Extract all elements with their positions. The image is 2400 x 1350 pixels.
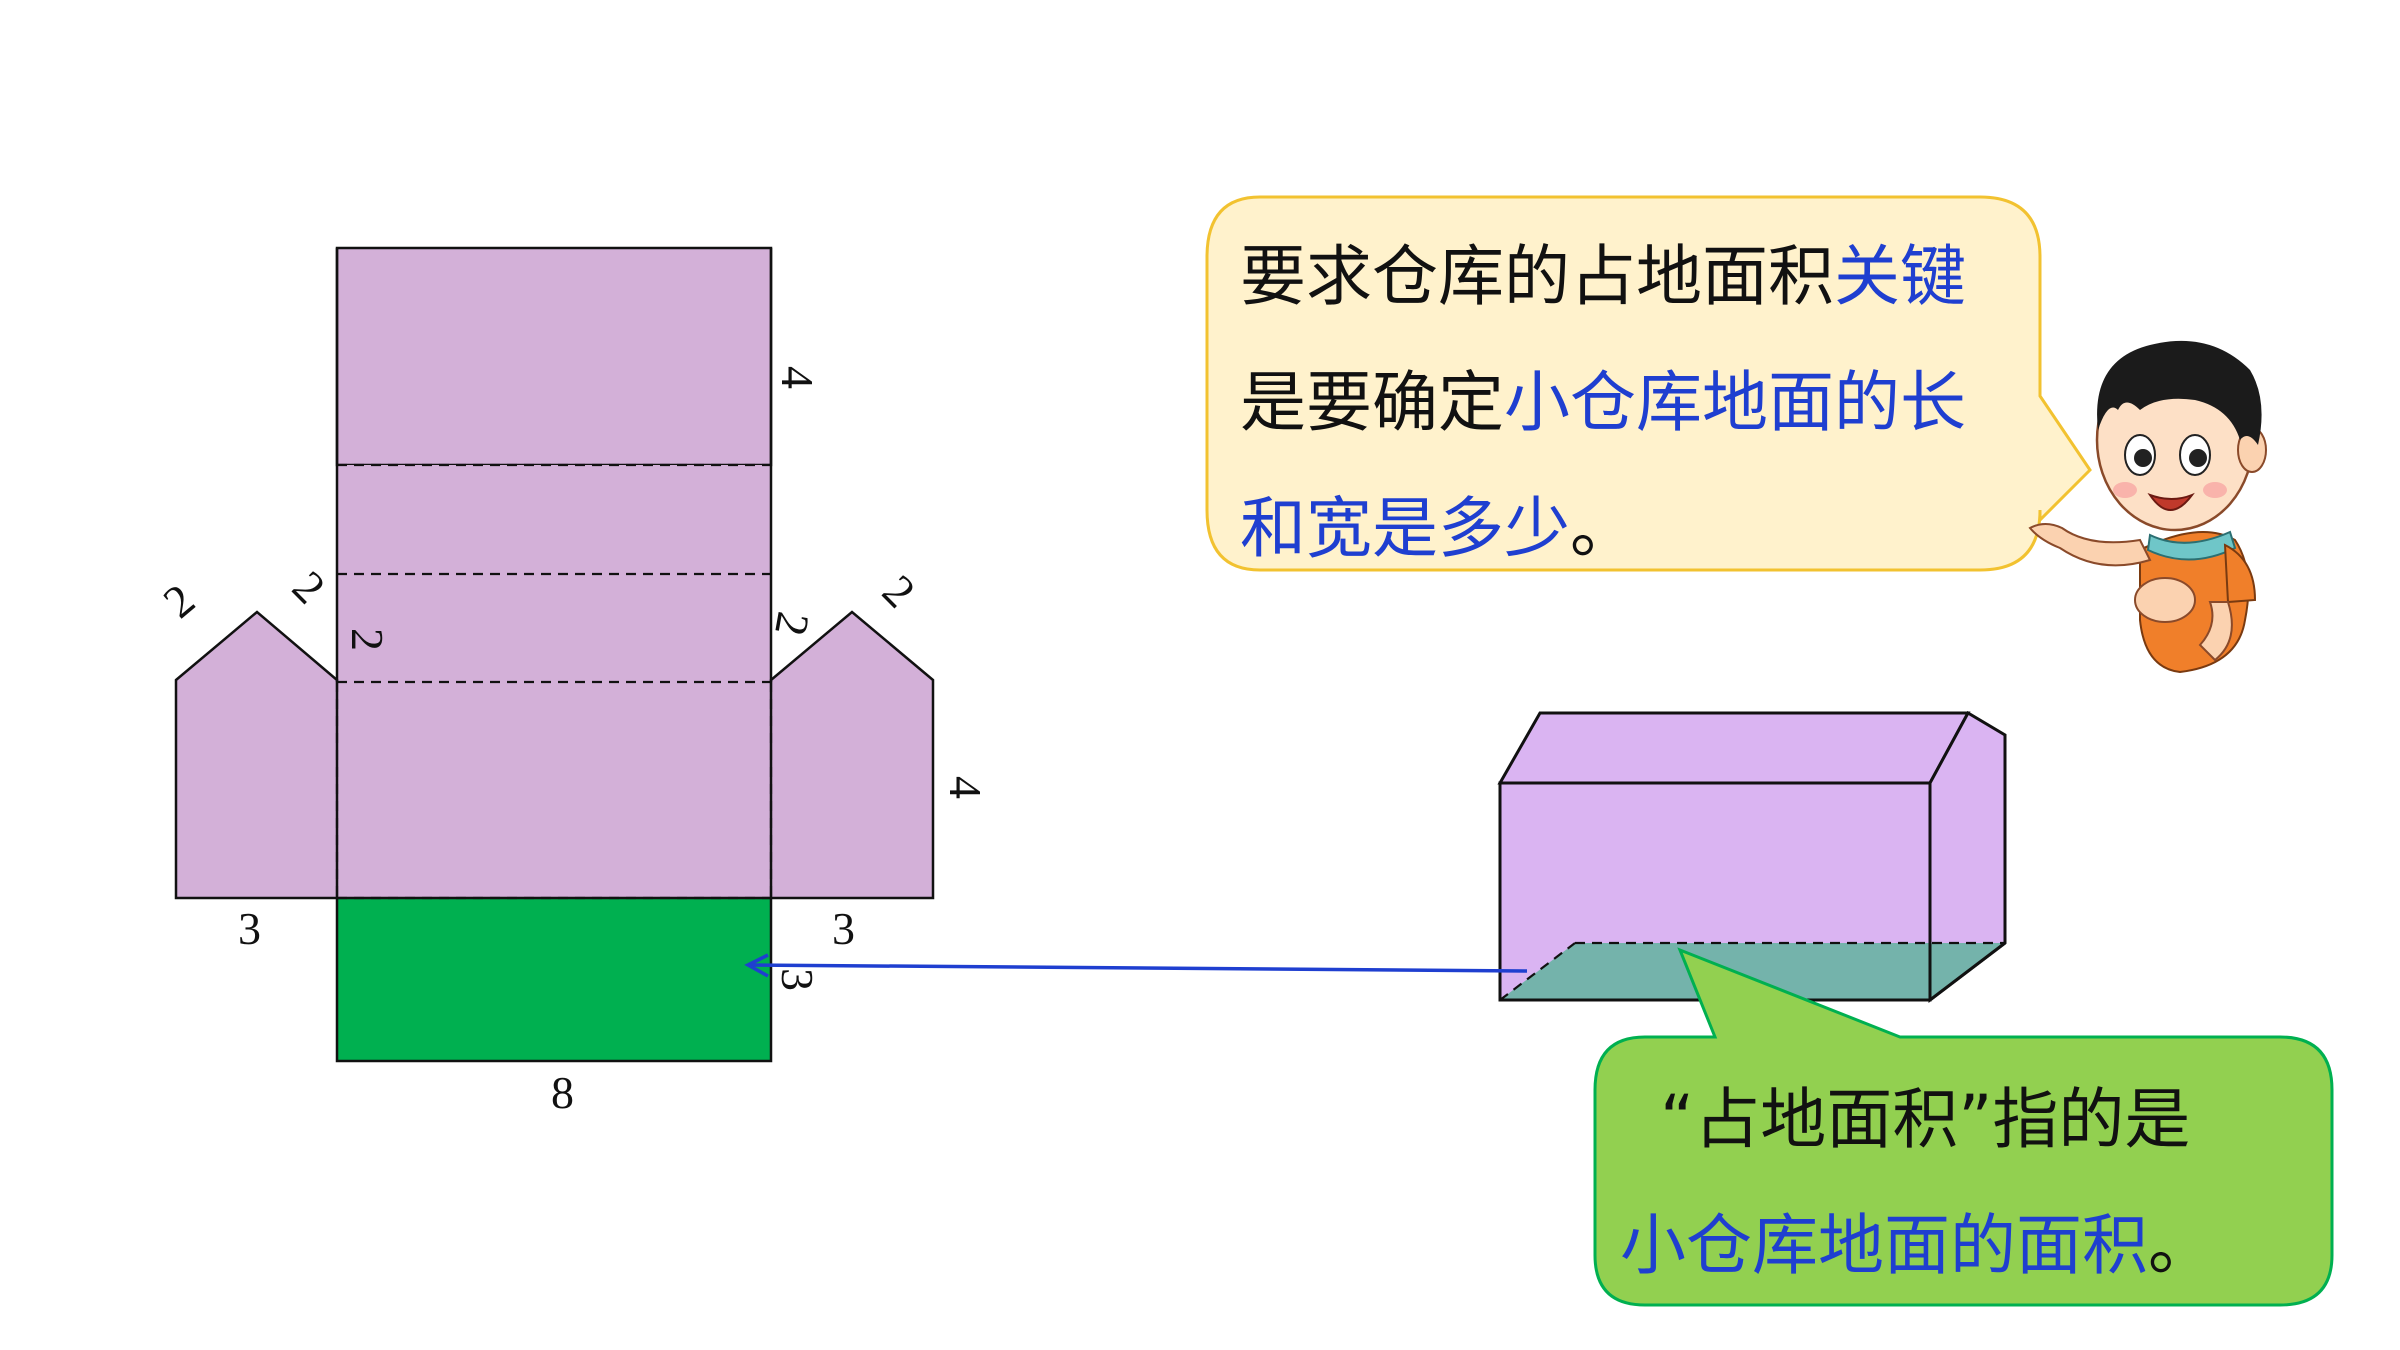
teacher-speech-text: 要求仓库的占地面积关键是要确定小仓库地面的长和宽是多少。 [1240,214,1990,592]
dim-roof-left-a: 2 [154,574,204,628]
dim-roof-right-b: 2 [873,565,925,617]
note-line-2-blue: 小仓库地面的面积 [1620,1207,2148,1284]
dim-middle-band: 2 [342,628,393,651]
speech-seg-period: 。 [1570,490,1636,567]
net-right-gable [769,610,935,900]
warehouse-prism [1497,710,2007,1004]
dim-side-height: 4 [940,776,991,799]
warehouse-net: 4 2 2 2 2 2 4 3 3 3 8 [154,246,991,1118]
net-left-gable [174,610,339,900]
speech-bubble-teacher [1205,195,2092,572]
pointer-arrow [744,953,1528,978]
net-top-face [335,246,773,467]
dim-roof-left-b: 2 [283,561,335,613]
note-text: “占地面积”指的是 小仓库地面的面积。 [1620,1057,2320,1309]
net-base-face [335,896,773,1063]
fold-lines [335,463,773,900]
dim-roof-right-a: 2 [765,608,819,640]
prism-top-face [1497,711,1971,785]
speech-seg-3: 是要确定 [1240,364,1504,441]
net-front-face [337,682,771,899]
speech-seg-key: 关键 [1834,238,1966,315]
speech-seg-1: 要求仓库的占地面积 [1240,238,1834,315]
dim-right-width: 3 [832,903,855,954]
speech-seg-floor: 小仓库地面 [1504,364,1834,441]
dim-base-length: 8 [551,1067,574,1118]
note-line-1: “占地面积”指的是 [1660,1081,2191,1158]
dim-top-height: 4 [772,366,823,389]
speech-seg-length-width: 的长和宽是多少 [1240,364,1966,567]
note-line-2: 小仓库地面的面积。 [1620,1183,2320,1309]
net-roof-band-2 [337,574,771,682]
note-line-2-end: 。 [2148,1207,2214,1284]
prism-floor-area [1500,943,2005,1000]
dim-base-width-side: 3 [772,968,823,991]
dim-left-width: 3 [238,903,261,954]
speech-bubble-note [1593,947,2334,1307]
net-roof-band-1 [337,465,771,574]
boy-character-illustration [2028,340,2267,674]
